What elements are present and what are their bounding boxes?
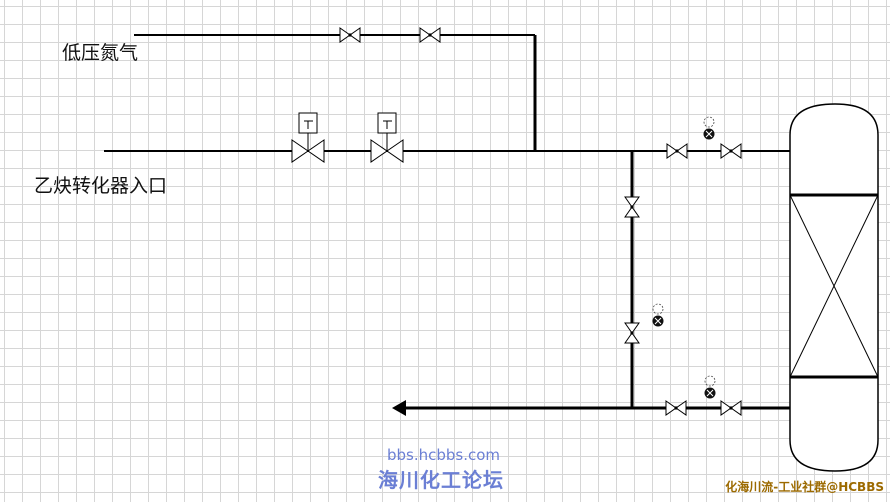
top-inlet-valve-1	[666, 143, 688, 159]
outlet-valve-1	[665, 400, 687, 416]
watermark-forum-name: 海川化工论坛	[378, 468, 504, 492]
watermark-url: bbs.hcbbs.com	[387, 446, 501, 464]
bypass-gauge-icon	[652, 303, 664, 327]
nitrogen-valve-1	[339, 27, 361, 43]
top-inlet-valve-2	[720, 143, 742, 159]
watermark-group: 化海川流-工业社群@HCBBS	[725, 480, 884, 494]
label-acetylene-converter-inlet: 乙炔转化器入口	[34, 175, 168, 197]
nitrogen-line	[134, 34, 537, 151]
bypass-valve-upper	[624, 196, 640, 218]
control-valve-2	[370, 112, 404, 163]
outlet-valve-2	[720, 400, 742, 416]
top-gauge-icon	[703, 116, 715, 140]
converter-vessel	[789, 103, 879, 472]
bypass-valve-lower	[624, 322, 640, 344]
nitrogen-valve-2	[419, 27, 441, 43]
control-valve-1	[291, 112, 325, 163]
label-low-pressure-nitrogen: 低压氮气	[62, 42, 139, 64]
outlet-gauge-icon	[704, 375, 716, 399]
inlet-line	[104, 150, 790, 408]
